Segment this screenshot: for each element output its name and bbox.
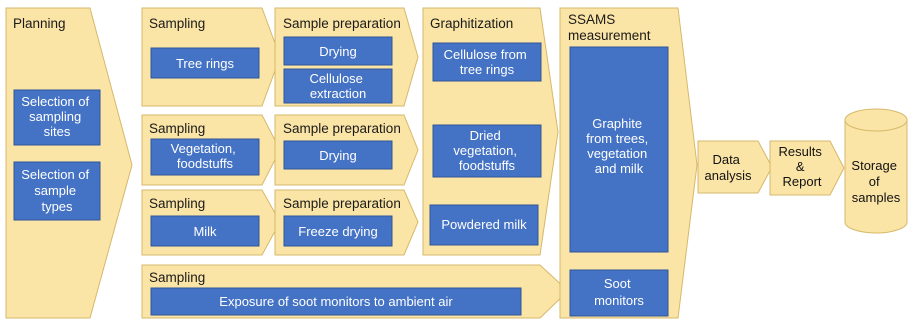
prep-box-cellulose	[283, 68, 393, 104]
graph-box-milk-text: Powdered milk	[441, 217, 527, 232]
sampling-box-tree-rings	[150, 47, 260, 79]
data-analysis-label: Data analysis	[705, 152, 752, 183]
results-report-label: Results & Report	[779, 144, 826, 189]
graph-box-cellulose-text: Cellulose from tree rings	[444, 47, 531, 77]
planning-box-types	[13, 161, 101, 221]
ssams-box-soot-text: Soot monitors	[594, 276, 644, 308]
prep-box-drying-row2-text: Drying	[319, 148, 357, 163]
ssams-title: SSAMS measurement	[568, 12, 651, 43]
prep-box-freeze-drying	[283, 215, 393, 247]
graph-box-vegetation	[432, 124, 542, 178]
sampling-title-row1: Sampling	[149, 16, 205, 31]
sampling-box-vegetation-text: Vegetation, foodstuffs	[171, 141, 240, 171]
graph-box-cellulose	[432, 42, 542, 82]
sampling-box-vegetation	[150, 138, 260, 176]
sampling-title-row3: Sampling	[149, 196, 205, 211]
prep-box-cellulose-text: Cellulose extraction	[309, 71, 366, 101]
sampling-box-milk-text: Milk	[193, 224, 217, 239]
sampling-box-milk	[150, 215, 260, 247]
storage-label: Storage of samples	[851, 158, 900, 205]
results-report-stage	[769, 140, 845, 196]
planning-title: Planning	[13, 16, 66, 31]
graph-box-vegetation-text: Dried vegetation, foodstuffs	[453, 128, 520, 173]
ssams-box-soot	[569, 269, 669, 317]
sampling-title-row2: Sampling	[149, 121, 205, 136]
prep-box-drying-row1-text: Drying	[319, 44, 357, 59]
ssams-box-graphite	[569, 46, 669, 253]
prep-title-row3: Sample preparation	[283, 196, 401, 211]
prep-title-row1: Sample preparation	[283, 16, 401, 31]
planning-box-types-text: Selection of sample types	[21, 167, 93, 214]
ssams-box-graphite-text: Graphite from trees, vegetation and milk	[586, 116, 652, 176]
sampling-title-row4: Sampling	[149, 270, 205, 285]
planning-box-sites-text: Selection of sampling sites	[21, 94, 93, 139]
prep-box-freeze-drying-text: Freeze drying	[298, 224, 377, 239]
sampling-box-soot-exposure	[150, 287, 522, 316]
sampling-box-tree-rings-text: Tree rings	[176, 56, 235, 71]
prep-box-drying-row1	[283, 36, 393, 66]
storage-cylinder	[844, 108, 908, 234]
data-analysis-stage	[697, 140, 773, 194]
sampling-box-soot-exposure-text: Exposure of soot monitors to ambient air	[219, 294, 453, 309]
prep-box-drying-row2	[283, 140, 393, 170]
graph-box-milk	[429, 204, 539, 246]
planning-box-sites	[13, 89, 101, 146]
graphitization-title: Graphitization	[430, 16, 513, 31]
prep-title-row2: Sample preparation	[283, 121, 401, 136]
